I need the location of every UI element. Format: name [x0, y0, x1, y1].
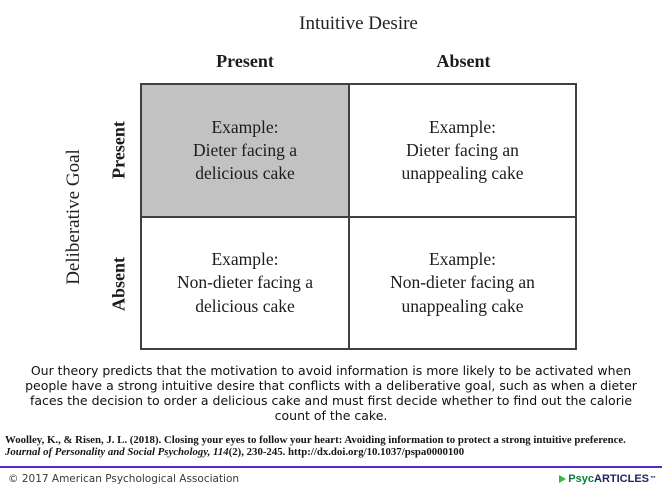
- footer-divider: [0, 466, 662, 468]
- citation-authors-title: Woolley, K., & Risen, J. L. (2018). Clos…: [5, 434, 626, 446]
- figure-caption: Our theory predicts that the motivation …: [25, 363, 637, 423]
- two-by-two-matrix: Example: Dieter facing a delicious cake …: [140, 83, 577, 350]
- col-header-desire-present: Present: [216, 51, 274, 71]
- psycarticles-logo: Psyc ARTICLES ™: [559, 473, 656, 485]
- row-header-goal-absent: Absent: [108, 256, 129, 312]
- matrix-cell-goal-present-desire-present: Example: Dieter facing a delicious cake: [142, 85, 350, 218]
- copyright-text: © 2017 American Psychological Associatio…: [8, 473, 240, 485]
- column-axis-title: Intuitive Desire: [299, 13, 418, 34]
- brand-triangle-icon: [559, 475, 567, 483]
- row-header-goal-present: Present: [108, 121, 129, 179]
- brand-prefix: Psyc: [568, 473, 594, 485]
- col-header-desire-absent: Absent: [436, 51, 491, 71]
- brand-suffix: ARTICLES: [594, 473, 649, 485]
- trademark-mark: ™: [650, 476, 656, 482]
- citation: Woolley, K., & Risen, J. L. (2018). Clos…: [5, 434, 659, 458]
- citation-journal-line: Journal of Personality and Social Psycho…: [5, 446, 659, 458]
- citation-journal-volume: Journal of Personality and Social Psycho…: [5, 446, 229, 458]
- matrix-cell-goal-present-desire-absent: Example: Dieter facing an unappealing ca…: [350, 85, 575, 218]
- matrix-cell-goal-absent-desire-present: Example: Non-dieter facing a delicious c…: [142, 218, 350, 348]
- citation-issue-pages-doi: (2), 230-245. http://dx.doi.org/10.1037/…: [228, 446, 465, 458]
- row-axis-title: Deliberative Goal: [63, 149, 84, 285]
- matrix-cell-goal-absent-desire-absent: Example: Non-dieter facing an unappealin…: [350, 218, 575, 348]
